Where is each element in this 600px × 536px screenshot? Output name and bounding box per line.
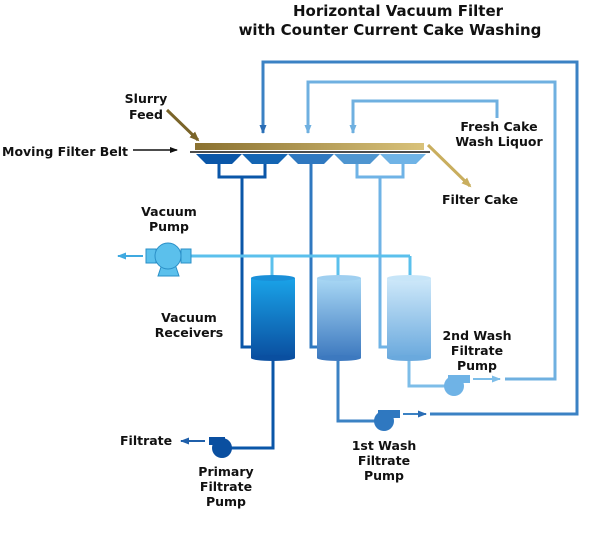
- vacuum-tray-2: [242, 154, 288, 164]
- filter-cake-label: Filter Cake: [442, 192, 518, 207]
- filtrate-label: Filtrate: [120, 433, 172, 448]
- vacuum-tray-5: [380, 154, 426, 164]
- moving-filter-belt-label: Moving Filter Belt: [2, 144, 128, 159]
- slurry-feed-arrow: [165, 108, 200, 142]
- first-wash-manifold: [309, 164, 318, 349]
- vacuum-receiver-3: [387, 275, 431, 361]
- first-wash-label-1: 1st Wash: [352, 438, 417, 453]
- second-wash-outlet-line: [407, 361, 445, 388]
- primary-pump-label-2: Filtrate: [200, 479, 252, 494]
- fresh-wash-liquor-line: [349, 99, 499, 134]
- primary-filtrate-pump: [209, 437, 232, 458]
- second-wash-label-1: 2nd Wash: [442, 328, 511, 343]
- filter-cake-bed: [195, 143, 424, 150]
- vacuum-pump-label-1: Vacuum: [141, 204, 197, 219]
- fresh-wash-label-1: Fresh Cake: [460, 119, 537, 134]
- primary-filtrate-outlet-line: [224, 361, 275, 450]
- vacuum-receiver-2: [317, 275, 361, 361]
- primary-filtrate-manifold: [217, 164, 267, 349]
- vacuum-receivers-label-1: Vacuum: [161, 310, 217, 325]
- second-wash-label-2: Filtrate: [451, 343, 503, 358]
- vacuum-receivers-label-2: Receivers: [155, 325, 224, 340]
- second-wash-recycle-line: [304, 80, 557, 381]
- first-wash-outlet-line: [336, 361, 378, 423]
- title-line-1: Horizontal Vacuum Filter: [293, 2, 504, 20]
- title-line-2: with Counter Current Cake Washing: [239, 21, 542, 39]
- first-wash-label-3: Pump: [364, 468, 404, 483]
- vacuum-receiver-1: [251, 275, 295, 361]
- vacuum-pump-label-2: Pump: [149, 219, 189, 234]
- first-wash-label-2: Filtrate: [358, 453, 410, 468]
- first-wash-filtrate-pump: [374, 410, 400, 431]
- slurry-feed-label-1: Slurry: [125, 91, 168, 106]
- filter-cake-arrow: [426, 143, 472, 188]
- primary-pump-label-3: Pump: [206, 494, 246, 509]
- vacuum-tray-1: [196, 154, 242, 164]
- primary-pump-label-1: Primary: [198, 464, 253, 479]
- vacuum-tray-3: [288, 154, 334, 164]
- second-wash-filtrate-pump: [444, 375, 470, 396]
- slurry-feed-label-2: Feed: [129, 107, 163, 122]
- second-wash-manifold: [355, 164, 405, 349]
- vacuum-tray-4: [334, 154, 380, 164]
- fresh-wash-label-2: Wash Liquor: [455, 134, 543, 149]
- vacuum-pump: [145, 242, 192, 277]
- first-wash-recycle-line: [259, 60, 579, 416]
- vacuum-header-line: [190, 254, 412, 276]
- second-wash-label-3: Pump: [457, 358, 497, 373]
